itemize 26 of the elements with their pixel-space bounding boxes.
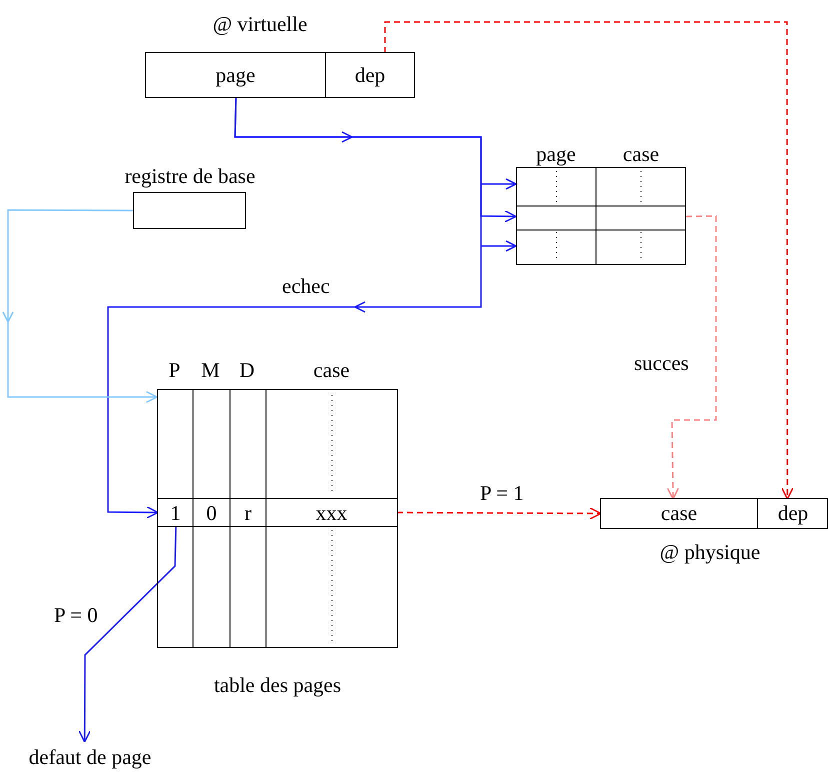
address-title: @ virtuelle bbox=[212, 12, 308, 36]
field-cell: page bbox=[146, 53, 326, 97]
column-header: P bbox=[168, 358, 182, 382]
table-row bbox=[158, 498, 397, 527]
outcome-text: defaut de page bbox=[15, 742, 165, 772]
field-cell: dep bbox=[758, 499, 828, 528]
cell-text: 0 bbox=[205, 501, 218, 525]
field-cell: case bbox=[601, 499, 758, 528]
cell-text: r bbox=[244, 501, 252, 525]
arrow bbox=[384, 21, 794, 500]
arrow bbox=[78, 526, 177, 743]
field-cell: dep bbox=[326, 53, 414, 97]
cell-text: xxx bbox=[314, 501, 348, 525]
address-title: @ physique bbox=[658, 540, 762, 564]
column-header: page bbox=[535, 142, 577, 166]
register-title: registre de base bbox=[124, 164, 256, 188]
column-header: M bbox=[200, 358, 221, 382]
table-caption: table des pages bbox=[212, 673, 342, 697]
arrow bbox=[666, 215, 717, 500]
cell-text: 1 bbox=[169, 501, 182, 525]
arrow bbox=[2, 209, 158, 404]
arrow bbox=[397, 507, 602, 520]
column-header: case bbox=[622, 142, 660, 166]
column-header: case bbox=[312, 358, 351, 382]
column-header: D bbox=[238, 358, 256, 382]
arrow bbox=[107, 96, 482, 519]
